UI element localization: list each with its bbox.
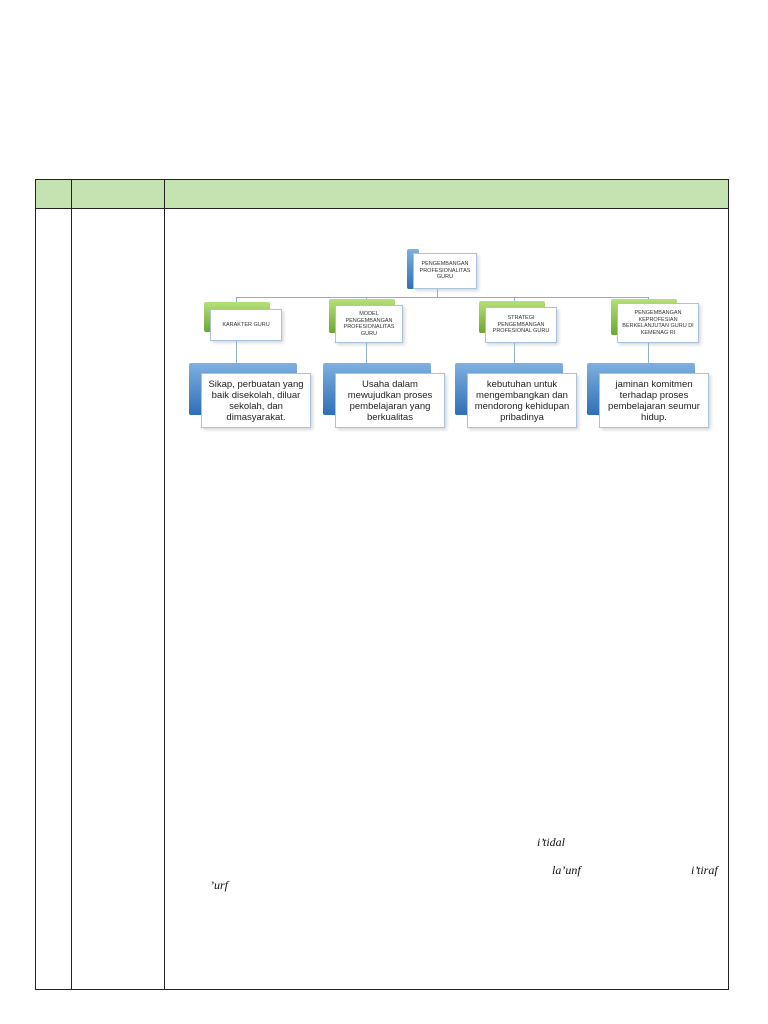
connector-3 [514, 297, 515, 303]
desc-connector-1 [236, 341, 237, 363]
desc-box-3: kebutuhan untuk mengembangkan dan mendor… [467, 373, 577, 428]
connector-1 [236, 297, 237, 303]
root-node-label: PENGEMBANGAN PROFESIONALITAS GURU [419, 261, 471, 281]
desc-box-1: Sikap, perbuatan yang baik disekolah, di… [201, 373, 311, 428]
child-node-3: STRATEGI PENGEMBANGAN PROFESIONAL GURU [485, 307, 557, 343]
org-chart: PENGEMBANGAN PROFESIONALITAS GURU KARAKT… [185, 247, 715, 437]
child-node-2-label: MODEL PENGEMBANGAN PROFESIONALITAS GURU [343, 311, 395, 337]
column-divider-2 [164, 180, 165, 989]
desc-connector-4 [648, 343, 649, 363]
child-node-4-label: PENGEMBANGAN KEPROFESIAN BERKELANJUTAN G… [622, 310, 694, 336]
desc-box-2: Usaha dalam mewujudkan proses pembelajar… [335, 373, 445, 428]
document-table [35, 179, 729, 990]
child-node-4: PENGEMBANGAN KEPROFESIAN BERKELANJUTAN G… [617, 303, 699, 343]
root-connector [437, 289, 438, 297]
child-node-3-label: STRATEGI PENGEMBANGAN PROFESIONAL GURU [492, 315, 550, 335]
fragment-launf: la’unf [552, 863, 581, 877]
child-node-1: KARAKTER GURU [210, 309, 282, 341]
desc-connector-2 [366, 343, 367, 363]
desc-box-4-text: jaminan komitmen terhadap proses pembela… [608, 378, 700, 423]
fragment-itiraf: i’tiraf [691, 863, 718, 877]
desc-box-2-text: Usaha dalam mewujudkan proses pembelajar… [347, 378, 433, 423]
child-node-1-label: KARAKTER GURU [222, 321, 270, 328]
root-node: PENGEMBANGAN PROFESIONALITAS GURU [413, 253, 477, 289]
child-node-2: MODEL PENGEMBANGAN PROFESIONALITAS GURU [335, 305, 403, 343]
fragment-itidal: i’tidal [537, 835, 566, 849]
fragment-urf: ’urf [210, 878, 228, 892]
desc-box-4: jaminan komitmen terhadap proses pembela… [599, 373, 709, 428]
desc-box-3-text: kebutuhan untuk mengembangkan dan mendor… [474, 378, 570, 423]
table-header-row [36, 180, 728, 209]
column-divider-1 [71, 180, 72, 989]
desc-box-1-text: Sikap, perbuatan yang baik disekolah, di… [208, 378, 304, 423]
horizontal-connector [236, 297, 648, 298]
desc-connector-3 [514, 343, 515, 363]
